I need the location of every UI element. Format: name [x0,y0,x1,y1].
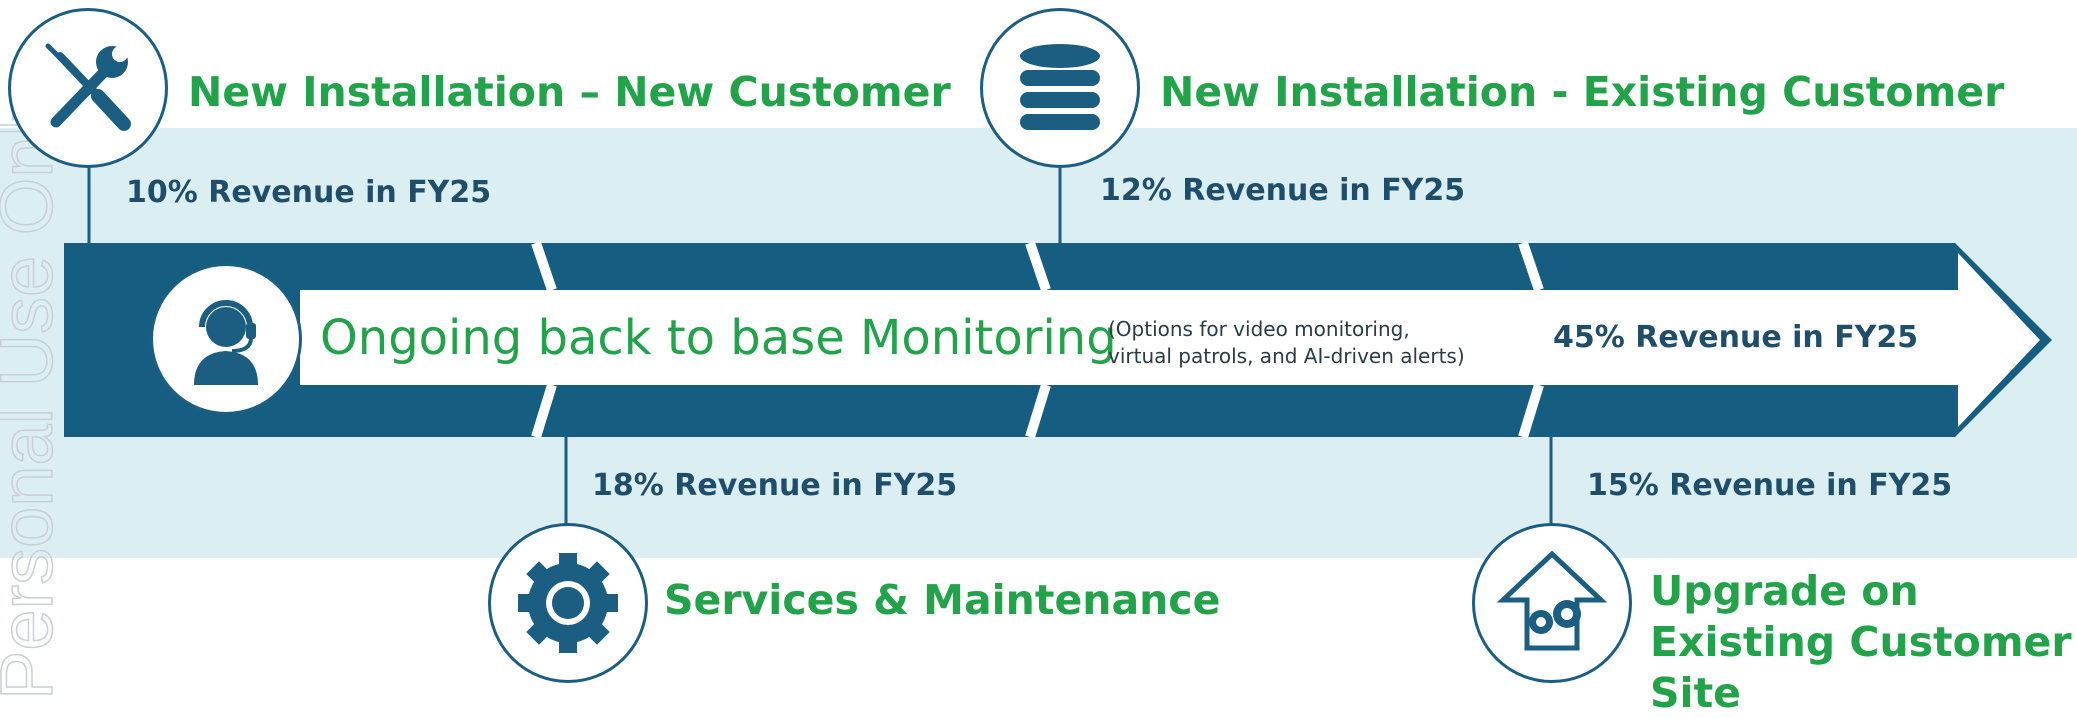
monitoring-note-line-1: (Options for video monitoring, [1108,317,1410,341]
title-upgrade-line-3: Site [1650,669,1741,717]
revenue-services: 18% Revenue in FY25 [592,468,958,503]
title-upgrade: Upgrade on Existing Customer Site [1650,566,2072,719]
headset-agent-icon [150,263,302,415]
title-upgrade-line-2: Existing Customer [1650,618,2072,666]
title-services: Services & Maintenance [664,576,1221,624]
revenue-upgrade: 15% Revenue in FY25 [1587,468,1953,503]
gear-icon [488,523,648,683]
title-upgrade-line-1: Upgrade on [1650,567,1919,615]
separator-2-top [1025,241,1051,292]
separator-1-bottom [531,383,557,439]
monitoring-inner-arrow [300,253,2040,427]
title-new-install-new: New Installation – New Customer [188,68,951,116]
segment-separators [531,241,1544,439]
title-new-install-existing: New Installation - Existing Customer [1160,68,2005,116]
monitoring-note-line-2: virtual patrols, and AI-driven alerts) [1108,344,1465,368]
revenue-new-install-new: 10% Revenue in FY25 [126,175,492,210]
monitoring-note: (Options for video monitoring, virtual p… [1108,316,1465,370]
wrench-screwdriver-icon [8,8,168,168]
separator-3-bottom [1518,383,1544,439]
revenue-monitoring: 45% Revenue in FY25 [1553,320,1919,355]
watermark-text: Personal Use Only [0,83,68,700]
separator-1-top [531,241,557,292]
upgrade-arrow-gears-icon [1472,523,1632,683]
monitoring-label: Ongoing back to base Monitoring [320,310,1117,366]
database-icon [980,8,1140,168]
revenue-new-install-existing: 12% Revenue in FY25 [1100,173,1466,208]
separator-2-bottom [1025,383,1051,439]
separator-3-top [1518,241,1544,292]
